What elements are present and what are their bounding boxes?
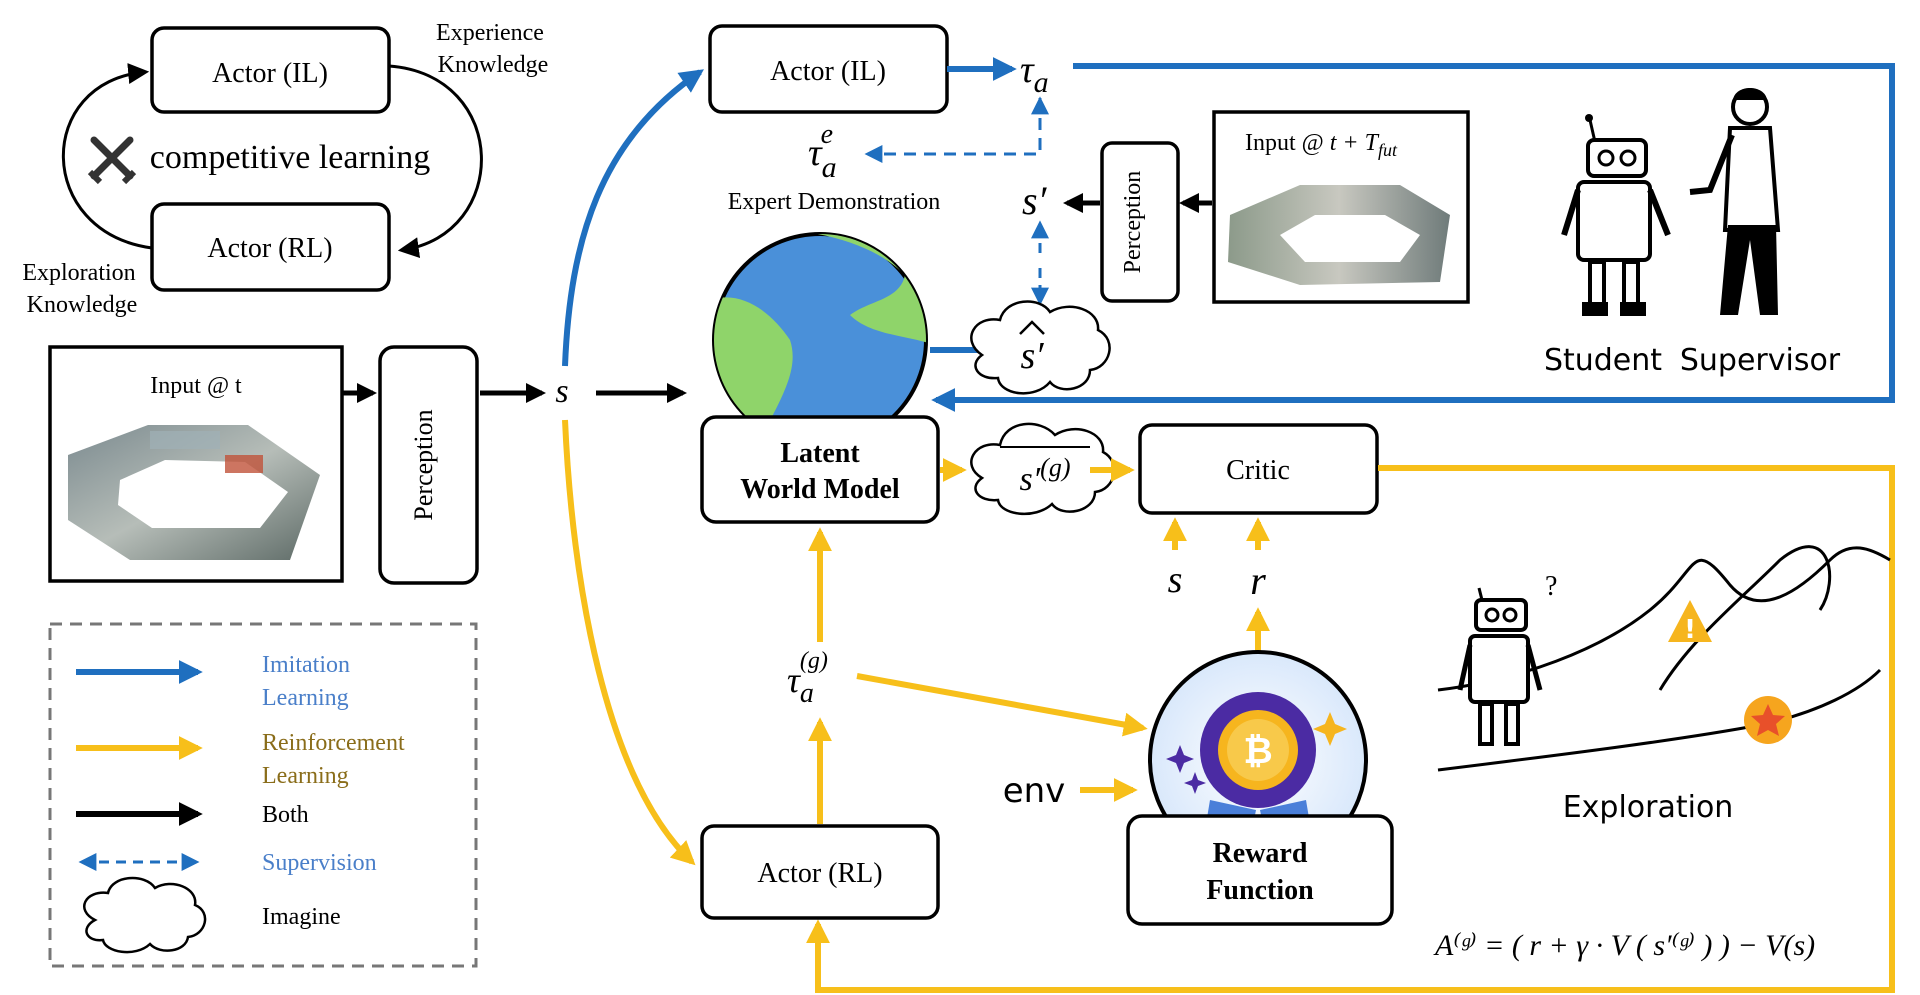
exploration-line2: Knowledge	[27, 292, 138, 318]
input-fut-image	[1228, 185, 1450, 285]
experience-line2: Knowledge	[438, 52, 549, 78]
tau-a-symbol: τ	[1020, 49, 1035, 91]
world-model-line2: World Model	[740, 474, 900, 505]
legend-imagine: Imagine	[83, 876, 341, 954]
input-t-label: Input @ t	[150, 373, 242, 399]
critic-r-input-label: r	[1250, 558, 1266, 603]
legend-imitation: Imitation Learning	[76, 652, 350, 711]
critic-s-input-label: s	[1168, 559, 1183, 601]
imitation-feedback-loop	[931, 63, 1895, 412]
legend-imitation-line2: Learning	[262, 685, 349, 711]
tau-a-g-label: τa (g)	[787, 648, 828, 709]
legend-imagine-label: Imagine	[262, 904, 341, 930]
tau-a-sub: a	[1034, 66, 1049, 99]
legend-reinforcement-line2: Learning	[262, 763, 349, 789]
tau-e-symbol: τ	[808, 132, 823, 174]
tau-g-sup: (g)	[800, 648, 828, 674]
earth-globe-icon	[712, 232, 928, 448]
input-fut-time: t + T	[1330, 130, 1380, 156]
experience-arc	[388, 64, 483, 259]
warning-icon	[1668, 600, 1712, 642]
tau-g-symbol: τ	[787, 660, 801, 700]
critic-label: Critic	[1226, 455, 1290, 486]
legend-supervision: Supervision	[78, 850, 377, 876]
tau-to-reward-arrow	[856, 673, 1148, 737]
s-prime-g-symbol: s′	[1020, 461, 1041, 498]
supervisor-person-icon	[1689, 88, 1781, 315]
world-model-line1: Latent	[780, 438, 860, 469]
exploration-scene: ! ?	[1437, 545, 1891, 772]
s-prime-g-label: s′(g)	[1020, 453, 1071, 498]
tau-a-label: τa	[1020, 49, 1049, 99]
question-mark: ?	[1545, 571, 1557, 602]
tau-g-sub: a	[800, 678, 814, 709]
competitive-actor-il-label: Actor (IL)	[212, 58, 328, 89]
input-fut-sub: fut	[1378, 140, 1398, 160]
experience-line1: Experience	[436, 20, 544, 46]
actor-rl-box	[700, 824, 940, 920]
coin-symbol: ₿	[1243, 731, 1272, 772]
critic-feedback-loop	[806, 465, 1895, 993]
s-hat-accent	[1019, 320, 1045, 335]
reward-line2: Function	[1206, 875, 1314, 906]
competitive-actor-il-box	[150, 26, 391, 114]
legend-supervision-label: Supervision	[262, 850, 377, 876]
s-prime-label: s′	[1022, 178, 1048, 223]
legend-both: Both	[76, 802, 309, 828]
reward-function-box	[1126, 814, 1394, 926]
crossed-swords-icon	[87, 136, 137, 185]
exploration-knowledge-label: Exploration Knowledge	[22, 260, 141, 318]
legend-reinforcement-line1: Reinforcement	[262, 730, 405, 756]
exploration-line1: Exploration	[22, 260, 135, 286]
reward-badge-icon: ₿	[1148, 650, 1368, 870]
actor-rl-label: Actor (RL)	[757, 858, 882, 889]
state-s-label: s	[555, 373, 568, 410]
perception-fut-box	[1100, 141, 1180, 303]
env-label: env	[1003, 771, 1066, 811]
reward-line1: Reward	[1213, 838, 1308, 869]
input-fut-label: Input @ t + Tfut	[1245, 130, 1398, 160]
tau-a-e-label: τae	[808, 119, 837, 184]
tau-e-sup: e	[821, 119, 833, 150]
s-to-actor-il-arrow	[562, 69, 704, 367]
legend-box	[48, 622, 478, 968]
critic-box	[1138, 423, 1379, 515]
actor-il-label: Actor (IL)	[770, 56, 886, 87]
experience-label: Experience Knowledge	[436, 20, 550, 78]
tau-e-sub: a	[822, 151, 837, 184]
s-to-actor-rl-arrow	[562, 419, 696, 866]
legend-both-label: Both	[262, 802, 309, 828]
imagine-cloud-shat	[970, 300, 1111, 395]
exploration-path-top	[1437, 546, 1891, 692]
competitive-learning-group: Actor (IL) Actor (RL) competitive learni…	[22, 20, 550, 318]
s-hat-label: s′	[1020, 335, 1044, 377]
student-robot-icon	[1561, 114, 1671, 316]
input-t-image	[68, 425, 320, 560]
exploration-path-bottom	[1437, 668, 1882, 772]
competitive-actor-rl-label: Actor (RL)	[207, 233, 332, 264]
exploring-robot-icon: ?	[1457, 571, 1557, 746]
exploration-caption: Exploration	[1563, 790, 1734, 825]
warning-mark: !	[1684, 615, 1696, 645]
perception-t-box	[378, 345, 479, 585]
supervision-to-expert-arrow	[864, 98, 1042, 163]
input-fut-prefix: Input @	[1245, 130, 1330, 156]
supervisor-label: Supervisor	[1680, 343, 1841, 378]
s-prime-g-sup: (g)	[1040, 453, 1070, 482]
legend-reinforcement: Reinforcement Learning	[76, 730, 405, 789]
perception-fut-label: Perception	[1120, 171, 1146, 274]
perception-t-label: Perception	[409, 409, 438, 520]
advantage-formula: A⁽ᵍ⁾ = ( r + γ · V ( s′⁽ᵍ⁾ ) ) − V(s)	[1433, 929, 1815, 962]
legend-cloud-icon	[83, 876, 207, 954]
exploration-arc	[61, 63, 153, 250]
world-model-box	[700, 415, 940, 524]
exploration-path-branch	[1658, 545, 1832, 691]
student-label: Student	[1544, 343, 1662, 378]
expert-demonstration-label: Expert Demonstration	[728, 189, 941, 215]
competitive-learning-label: competitive learning	[150, 139, 430, 176]
legend-imitation-line1: Imitation	[262, 652, 350, 678]
